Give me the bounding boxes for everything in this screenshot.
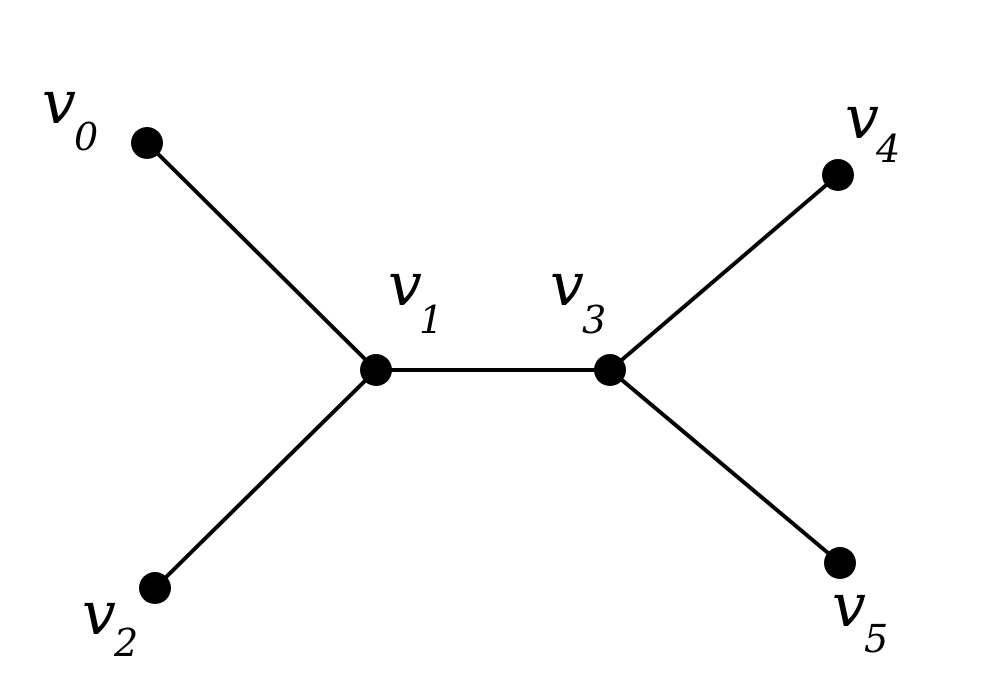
vertex-v0 — [131, 127, 163, 159]
vertex-label-subscript: 5 — [864, 617, 888, 661]
vertex-label-subscript: 4 — [875, 127, 900, 171]
edges — [145, 141, 842, 590]
vertex-label-letter: v — [832, 571, 866, 641]
edge-v3-v5 — [608, 368, 842, 565]
vertex-label-v0: v0 — [42, 68, 98, 159]
vertex-label-subscript: 2 — [113, 621, 138, 665]
vertex-label-v2: v2 — [82, 579, 138, 665]
vertex-v5 — [824, 547, 856, 579]
vertex-label-subscript: 1 — [419, 298, 443, 342]
vertices — [131, 127, 856, 604]
vertex-label-letter: v — [82, 579, 116, 649]
vertex-label-v3: v3 — [550, 250, 606, 342]
vertex-v4 — [822, 159, 854, 191]
vertex-label-subscript: 3 — [582, 298, 606, 342]
vertex-v3 — [594, 354, 626, 386]
edge-v3-v4 — [608, 173, 840, 372]
vertex-label-letter: v — [388, 250, 422, 320]
edge-v0-v1 — [145, 141, 378, 372]
vertex-label-v1: v1 — [388, 250, 443, 342]
vertex-v2 — [139, 572, 171, 604]
edge-v2-v1 — [153, 368, 378, 590]
vertex-label-letter: v — [550, 250, 584, 320]
vertex-label-letter: v — [42, 68, 76, 138]
vertex-label-v5: v5 — [832, 571, 888, 661]
vertex-v1 — [360, 354, 392, 386]
vertex-label-letter: v — [845, 83, 879, 153]
vertex-label-v4: v4 — [845, 83, 900, 171]
vertex-label-subscript: 0 — [74, 115, 98, 159]
